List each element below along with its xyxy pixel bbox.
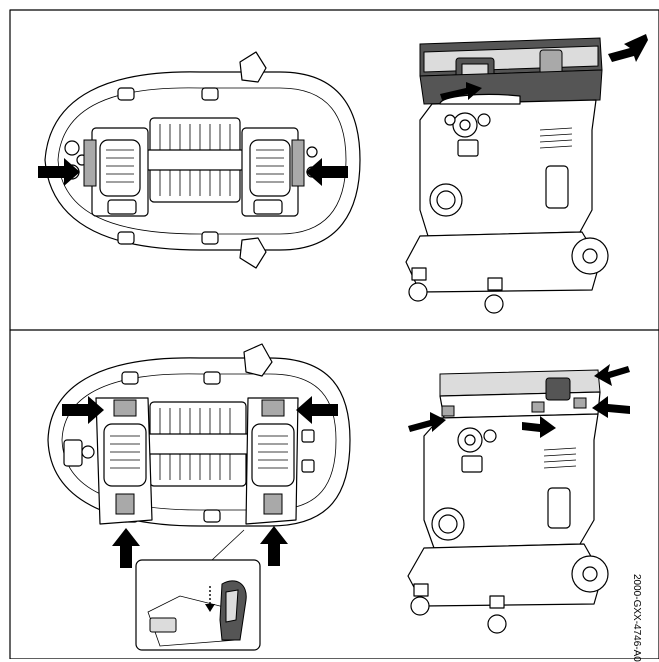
- arrow-release-box-right-top: [608, 34, 648, 62]
- vacuum-with-box-bottom: [407, 369, 609, 634]
- arrow-release-box-front-top: [440, 82, 482, 100]
- arrow-push-left-top-bottom: [62, 396, 104, 424]
- arrow-release-left-top: [38, 158, 80, 186]
- arrow-release-right-top: [306, 158, 348, 186]
- arrow-push-right-top-bottom: [296, 396, 338, 424]
- vacuum-base-underside-top: [44, 51, 361, 269]
- arrow-latch-center-bottom: [522, 416, 556, 438]
- top-panel: [38, 34, 648, 314]
- arrow-latch-right-lower-bottom: [592, 396, 630, 418]
- latch-detail-inset: [135, 529, 261, 651]
- bottom-panel: [47, 343, 630, 651]
- figure-frame: [9, 9, 659, 659]
- arrow-push-left-bottom-bottom: [112, 528, 140, 568]
- vacuum-base-underside-bottom: [47, 343, 351, 527]
- arrow-latch-right-upper-bottom: [594, 364, 630, 386]
- document-code: 2000-GXX-4746-A0: [631, 574, 642, 662]
- vacuum-with-box-top: [405, 37, 609, 314]
- arrow-push-right-bottom-bottom: [260, 526, 288, 566]
- arrow-latch-left-bottom: [408, 412, 446, 432]
